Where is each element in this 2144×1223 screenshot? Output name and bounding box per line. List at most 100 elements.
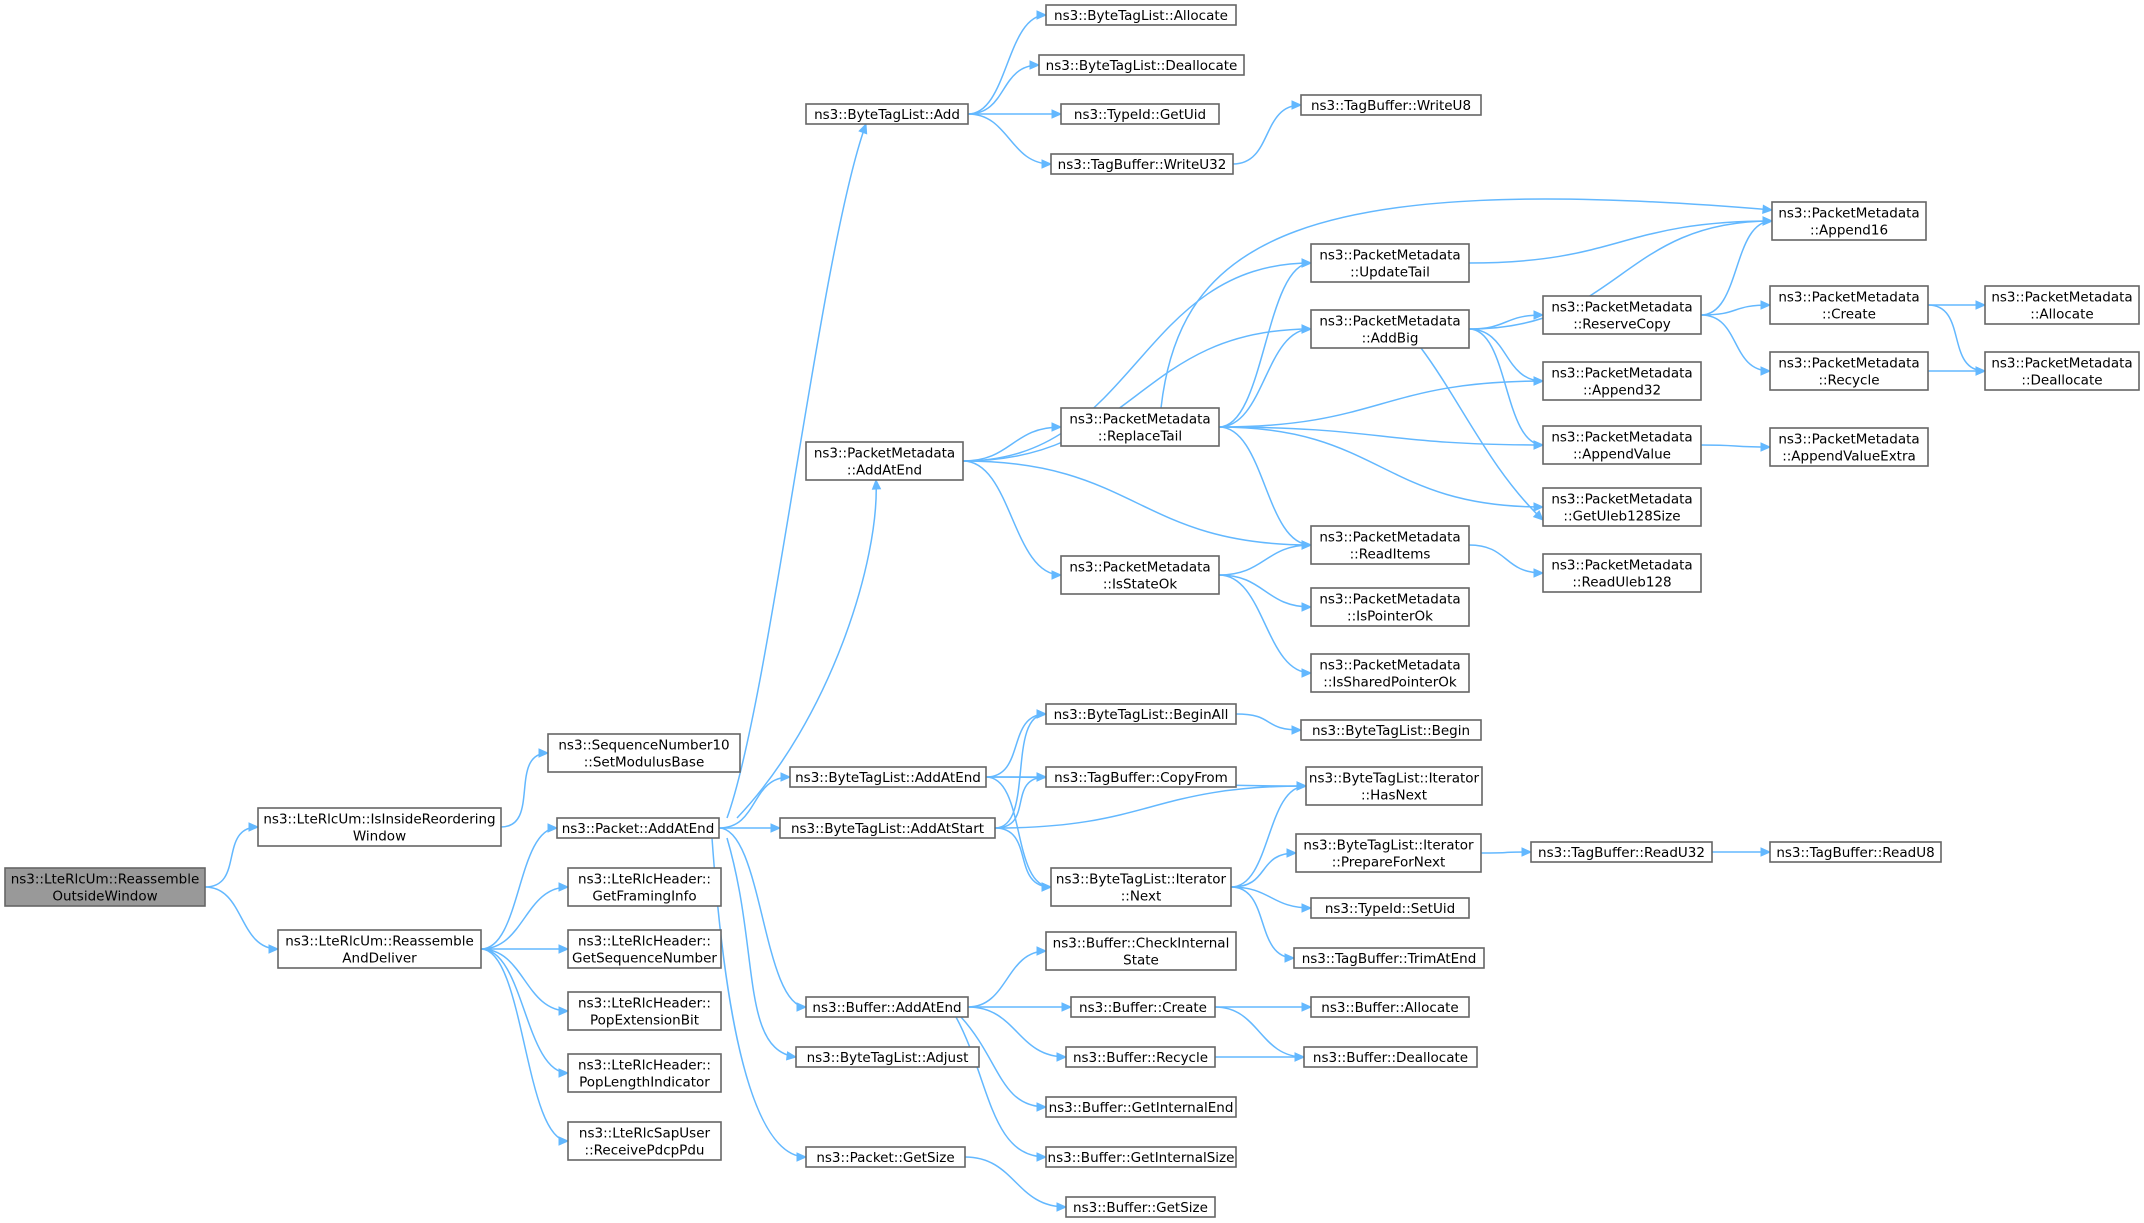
node-btl-adjust[interactable]: ns3::ByteTagList::Adjust (795, 1046, 980, 1068)
node-tb-writeu32[interactable]: ns3::TagBuffer::WriteU32 (1050, 153, 1234, 175)
node-btl-addatstart[interactable]: ns3::ByteTagList::AddAtStart (779, 817, 996, 839)
node-pm-addbig[interactable]: ns3::PacketMetadata::AddBig (1310, 309, 1470, 349)
node-pm-append32[interactable]: ns3::PacketMetadata::Append32 (1542, 361, 1702, 401)
node-label: PopLengthIndicator (579, 1075, 710, 1091)
node-tb-readu32[interactable]: ns3::TagBuffer::ReadU32 (1530, 841, 1713, 863)
edge-btl_addatend-to-btl_beginall (985, 709, 1048, 778)
node-label: GetSequenceNumber (572, 951, 717, 967)
node-poplen[interactable]: ns3::LteRlcHeader::PopLengthIndicator (567, 1053, 722, 1093)
node-btl-iter-preparefornext[interactable]: ns3::ByteTagList::Iterator::PrepareForNe… (1295, 833, 1482, 873)
node-popext[interactable]: ns3::LteRlcHeader::PopExtensionBit (567, 991, 722, 1031)
node-buf-getsize[interactable]: ns3::Buffer::GetSize (1065, 1196, 1216, 1218)
node-box (1295, 833, 1482, 873)
node-label: ::SetModulusBase (584, 755, 705, 771)
node-btl-deallocate[interactable]: ns3::ByteTagList::Deallocate (1038, 54, 1245, 76)
edge-pm_replacetail-to-pm_updatetail (1218, 258, 1313, 428)
node-tb-copyfrom[interactable]: ns3::TagBuffer::CopyFrom (1045, 766, 1237, 788)
node-label: ::AddBig (1362, 331, 1419, 347)
arrowhead (1041, 159, 1053, 169)
node-buf-getinternalend[interactable]: ns3::Buffer::GetInternalEnd (1045, 1096, 1237, 1118)
node-typeid-getuid[interactable]: ns3::TypeId::GetUid (1060, 103, 1220, 125)
edge-pm_replacetail-to-pm_addbig (1218, 324, 1313, 428)
node-buf-create[interactable]: ns3::Buffer::Create (1070, 996, 1216, 1018)
node-pm-updatetail[interactable]: ns3::PacketMetadata::UpdateTail (1310, 243, 1470, 283)
node-pm-isstateok[interactable]: ns3::PacketMetadata::IsStateOk (1060, 555, 1220, 595)
edge-pm_reservecopy-to-pm_create (1700, 300, 1772, 316)
node-btl-iter-next[interactable]: ns3::ByteTagList::Iterator::Next (1050, 867, 1232, 907)
node-box (257, 807, 502, 847)
node-pm-reservecopy[interactable]: ns3::PacketMetadata::ReserveCopy (1542, 295, 1702, 335)
node-pm-ispointerok[interactable]: ns3::PacketMetadata::IsPointerOk (1310, 587, 1470, 627)
node-tb-readu8[interactable]: ns3::TagBuffer::ReadU8 (1769, 841, 1942, 863)
node-setmodulus[interactable]: ns3::SequenceNumber10::SetModulusBase (547, 733, 741, 773)
node-label: ns3::PacketMetadata (1551, 492, 1692, 508)
node-label: ::Deallocate (2021, 373, 2102, 389)
node-pm-readitems[interactable]: ns3::PacketMetadata::ReadItems (1310, 525, 1470, 565)
node-pm-readuleb128[interactable]: ns3::PacketMetadata::ReadUleb128 (1542, 553, 1702, 593)
edge-btl_beginall-to-btl_begin (1235, 713, 1303, 735)
node-btl-iter-hasnext[interactable]: ns3::ByteTagList::Iterator::HasNext (1305, 766, 1483, 806)
node-pkt-addatend[interactable]: ns3::Packet::AddAtEnd (556, 817, 720, 839)
node-tb-trimatend[interactable]: ns3::TagBuffer::TrimAtEnd (1293, 947, 1485, 969)
node-label: ns3::ByteTagList::AddAtEnd (795, 770, 981, 786)
node-box (1769, 427, 1929, 467)
node-label: ns3::LteRlcHeader:: (578, 1058, 711, 1074)
node-box (1060, 103, 1220, 125)
arrowhead (1533, 440, 1545, 450)
arrowhead (1301, 540, 1313, 550)
node-seqnum[interactable]: ns3::LteRlcHeader::GetSequenceNumber (567, 929, 722, 969)
node-pkt-getsize[interactable]: ns3::Packet::GetSize (805, 1146, 966, 1168)
node-label: ns3::Packet::GetSize (816, 1150, 954, 1166)
node-btl-begin[interactable]: ns3::ByteTagList::Begin (1300, 719, 1482, 741)
node-buf-getinternalsize[interactable]: ns3::Buffer::GetInternalSize (1045, 1146, 1237, 1168)
node-label: AndDeliver (342, 951, 417, 967)
edge-pm_addatend-to-pm_isstateok (962, 460, 1063, 580)
node-buf-deallocate[interactable]: ns3::Buffer::Deallocate (1303, 1046, 1478, 1068)
node-pm-recycle[interactable]: ns3::PacketMetadata::Recycle (1769, 351, 1929, 391)
node-label: ::ReserveCopy (1573, 317, 1671, 333)
node-pm-appendvalue[interactable]: ns3::PacketMetadata::AppendValue (1542, 425, 1702, 465)
node-btl-beginall[interactable]: ns3::ByteTagList::BeginAll (1045, 703, 1237, 725)
node-label: ::Next (1121, 889, 1162, 905)
node-buf-recycle[interactable]: ns3::Buffer::Recycle (1065, 1046, 1216, 1068)
node-pm-append16[interactable]: ns3::PacketMetadata::Append16 (1771, 201, 1927, 241)
node-box (1310, 897, 1470, 919)
node-tb-writeu8[interactable]: ns3::TagBuffer::WriteU8 (1300, 94, 1482, 116)
node-framing[interactable]: ns3::LteRlcHeader::GetFramingInfo (567, 867, 722, 907)
edge-buf_create-to-buf_deallocate (1214, 1006, 1306, 1062)
node-buf-addatend[interactable]: ns3::Buffer::AddAtEnd (805, 996, 969, 1018)
arrowhead (1056, 1052, 1068, 1062)
node-pm-deallocate[interactable]: ns3::PacketMetadata::Deallocate (1984, 351, 2140, 391)
node-receivepdcp[interactable]: ns3::LteRlcSapUser::ReceivePdcpPdu (567, 1121, 722, 1161)
node-box (1542, 425, 1702, 465)
node-pm-create[interactable]: ns3::PacketMetadata::Create (1769, 285, 1929, 325)
node-label: ns3::Buffer::GetSize (1073, 1200, 1208, 1216)
node-label: ns3::TagBuffer::WriteU32 (1058, 157, 1227, 173)
node-pm-appendvalueextra[interactable]: ns3::PacketMetadata::AppendValueExtra (1769, 427, 1929, 467)
node-pm-getuleb128size[interactable]: ns3::PacketMetadata::GetUleb128Size (1542, 487, 1702, 527)
node-pm-issharedpointerok[interactable]: ns3::PacketMetadata::IsSharedPointerOk (1310, 653, 1470, 693)
edge-buf_addatend-to-buf_create (968, 1002, 1073, 1012)
node-pm-replacetail[interactable]: ns3::PacketMetadata::ReplaceTail (1060, 407, 1220, 447)
node-btl-add[interactable]: ns3::ByteTagList::Add (805, 103, 969, 125)
edge-pm_isstateok-to-pm_readitems (1218, 540, 1313, 576)
node-box (567, 991, 722, 1031)
node-box (1769, 351, 1929, 391)
node-buf-allocate[interactable]: ns3::Buffer::Allocate (1310, 996, 1470, 1018)
arrowhead (1533, 376, 1545, 386)
node-box (4, 867, 206, 907)
node-btl-addatend[interactable]: ns3::ByteTagList::AddAtEnd (789, 766, 987, 788)
node-typeid-setuid[interactable]: ns3::TypeId::SetUid (1310, 897, 1470, 919)
node-pm-addatend[interactable]: ns3::PacketMetadata::AddAtEnd (805, 441, 964, 481)
edge-pm_addatend-to-pm_replacetail (962, 422, 1063, 462)
edge-pm_updatetail-to-pm_append16 (1468, 216, 1774, 264)
edge-pm_addbig-to-pm_append32 (1468, 328, 1545, 386)
node-pm-allocate[interactable]: ns3::PacketMetadata::Allocate (1984, 285, 2140, 325)
node-btl-allocate[interactable]: ns3::ByteTagList::Allocate (1045, 4, 1237, 26)
node-label: ::ReadUleb128 (1572, 575, 1671, 591)
edge-tb_readu32-to-tb_readu8 (1712, 847, 1772, 857)
